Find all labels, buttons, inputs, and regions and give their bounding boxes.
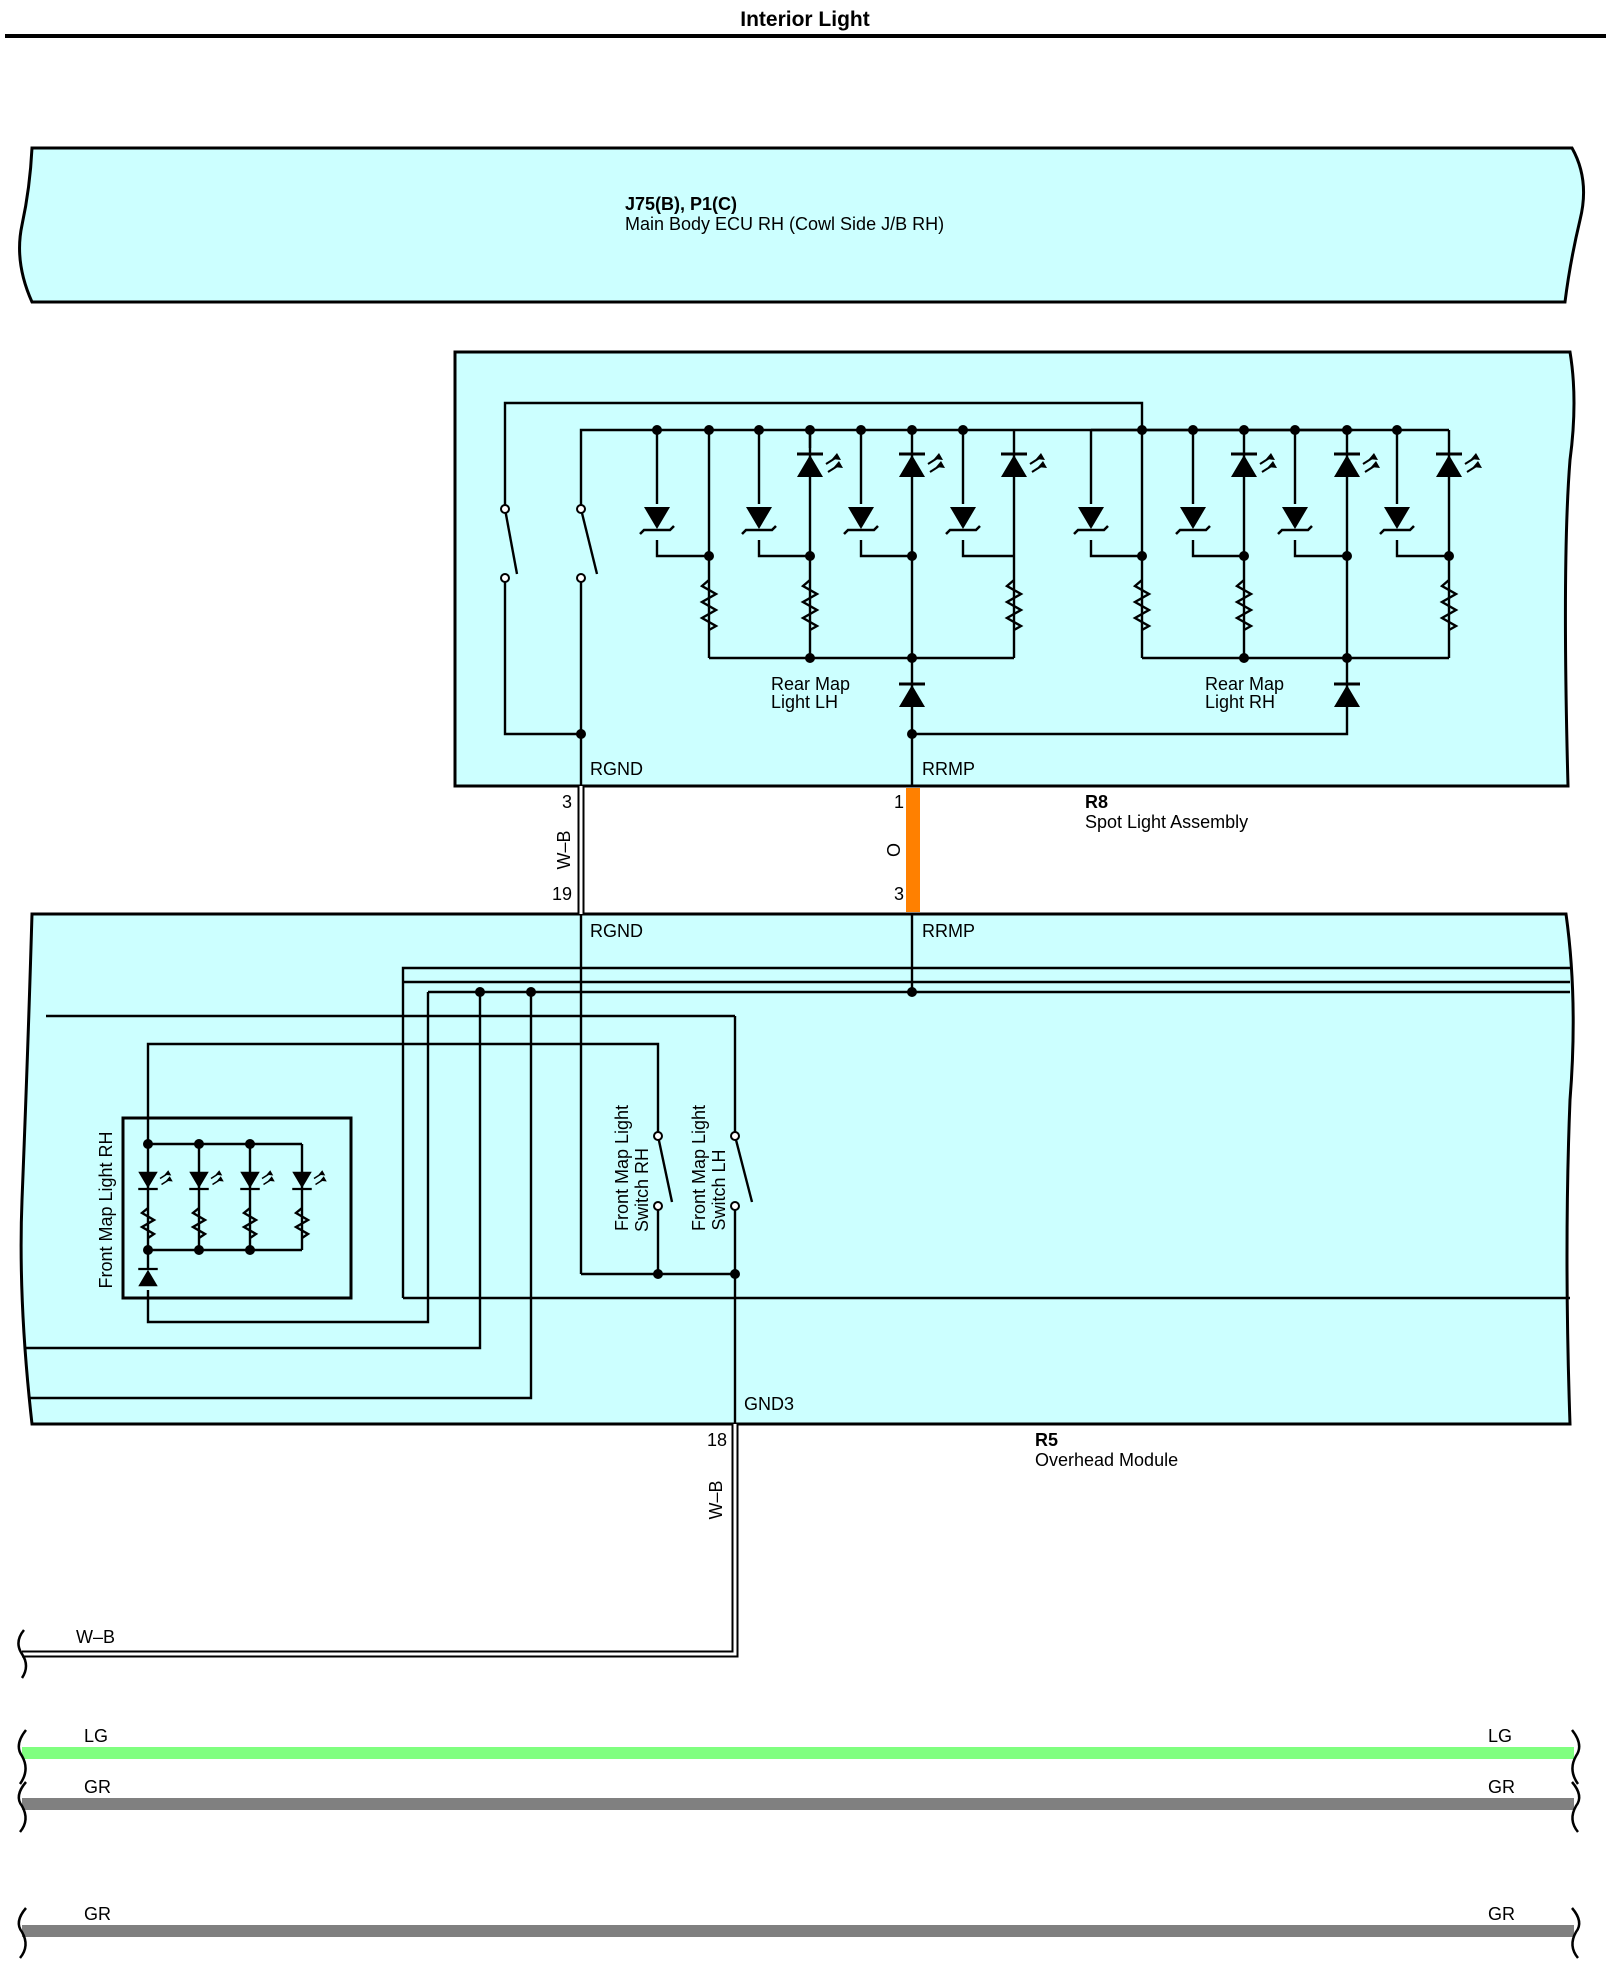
wire-label-wb-upper: W–B [554,830,574,869]
wire-label-wb-horiz: W–B [76,1627,115,1647]
ecu-name: Main Body ECU RH (Cowl Side J/B RH) [625,214,944,234]
wire-break-left-wb [17,1629,28,1679]
r5-terminal-gnd3: GND3 [744,1394,794,1414]
gr-wire-1 [22,1798,1574,1810]
wire-label-gr2-left: GR [84,1904,111,1924]
r8-name: Spot Light Assembly [1085,812,1248,832]
pin-r8-rrmp: 1 [894,792,904,812]
wire-label-orange: O [884,843,904,857]
spot-light-circuit [500,401,1483,786]
overhead-box [19,912,1575,1426]
rear-map-lh-label-2: Light LH [771,692,838,712]
r8-terminal-rgnd: RGND [590,759,643,779]
page-title: Interior Light [740,8,870,31]
wire-break-left-2 [17,1781,27,1833]
wb-wire-lower [22,1424,739,1658]
r8-terminal-rrmp: RRMP [922,759,975,779]
lg-wire [22,1747,1574,1759]
rear-map-rh-label-2: Light RH [1205,692,1275,712]
r5-terminal-rrmp: RRMP [922,921,975,941]
gr-wire-2 [22,1925,1574,1937]
wire-label-gr2-right: GR [1488,1904,1515,1924]
r8-code: R8 [1085,792,1108,812]
switch-lh-label-2: Switch LH [709,1149,729,1230]
rear-map-rh-label: Rear Map [1205,674,1284,694]
wire-break-right-1 [1571,1729,1581,1785]
wire-break-right-2 [1571,1781,1581,1833]
r5-name: Overhead Module [1035,1450,1178,1470]
wire-label-lg-left: LG [84,1726,108,1746]
switch-lh-label: Front Map Light [689,1105,709,1231]
switch-rh-label-2: Switch RH [632,1148,652,1232]
wire-break-left-3 [17,1907,27,1959]
overhead-circuit [24,914,1570,1424]
ecu-code: J75(B), P1(C) [625,194,737,214]
orange-wire [906,788,920,912]
switch-rh-label: Front Map Light [612,1105,632,1231]
pin-r5-rrmp: 3 [894,884,904,904]
pin-r8-gnd: 3 [562,792,572,812]
wire-label-gr1-left: GR [84,1777,111,1797]
wire-label-gr1-right: GR [1488,1777,1515,1797]
ecu-box [18,146,1586,304]
wire-break-right-3 [1571,1907,1581,1959]
r5-code: R5 [1035,1430,1058,1450]
wire-label-wb-lower: W–B [706,1480,726,1519]
wire-label-lg-right: LG [1488,1726,1512,1746]
pin-r5-gnd: 19 [552,884,572,904]
r5-terminal-rgnd: RGND [590,921,643,941]
front-map-light-rh-label: Front Map Light RH [96,1131,116,1288]
wire-break-left-1 [17,1729,27,1785]
pin-r5-gnd3: 18 [707,1430,727,1450]
rear-map-lh-label: Rear Map [771,674,850,694]
